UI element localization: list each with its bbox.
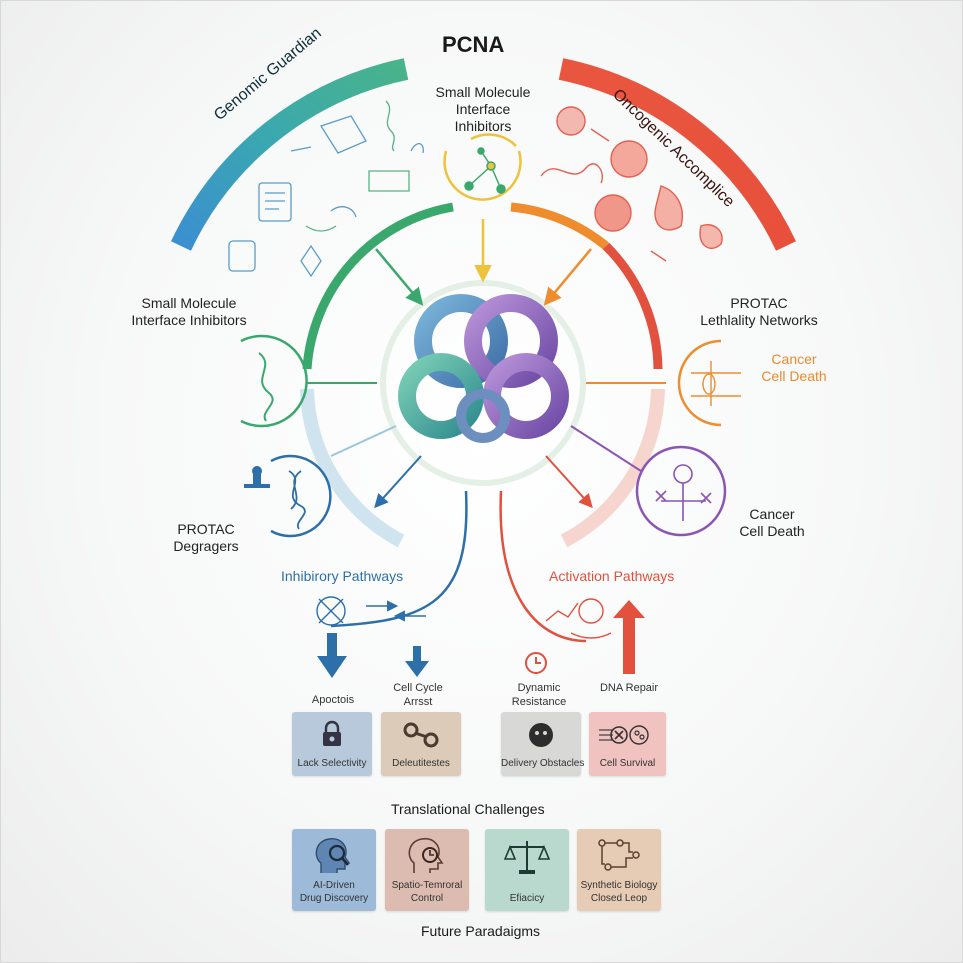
right-mid-label: Cancer Cell Death — [761, 351, 827, 384]
sketch-icon-activation — [545, 598, 612, 639]
right-upper-circle — [677, 339, 722, 427]
connector-right-purple — [570, 425, 642, 472]
page-title: PCNA — [442, 32, 505, 57]
network-icon-right-lower — [655, 464, 712, 521]
right-lower-circle — [635, 445, 727, 537]
future-card-label: AI-Driven Drug Discovery — [299, 880, 369, 904]
future-card-synthetic-biology: Synthetic Biology Closed Leop — [577, 829, 661, 911]
translational-challenges-label: Translational Challenges — [391, 801, 545, 817]
genomic-guardian-arc — [171, 58, 409, 251]
challenge-card-lack-selectivity: Lack Selectivity — [292, 712, 372, 776]
circuit-icon — [598, 839, 640, 871]
inhibitory-pathways-label: Inhibirory Pathways — [281, 568, 404, 584]
arrow-down-cell-cycle-head — [405, 661, 429, 677]
connector-left-blue — [330, 425, 397, 457]
helix-icon-left-upper — [258, 352, 274, 422]
molecule-icon-top — [464, 147, 506, 194]
challenge-card-deleutitestes: Deleutitestes — [381, 712, 461, 776]
arrow-down-apoptosis — [327, 633, 337, 657]
cell-cycle-label: Cell Cycle Arrsst — [393, 682, 443, 708]
future-card-efficacy: Efiacicy — [485, 829, 569, 911]
arrows-icon-inhibitory — [366, 600, 426, 622]
left-lower-circle — [270, 454, 332, 538]
activation-pathways-label: Activation Pathways — [549, 568, 675, 584]
head-magnifier-icon — [315, 838, 351, 873]
future-card-label: Efiacicy — [509, 893, 545, 904]
top-yellow-arc-top — [470, 133, 517, 147]
lock-icon — [323, 720, 341, 746]
oncogenic-accomplice-arc — [558, 58, 796, 251]
connector-lower-right — [545, 455, 593, 509]
future-card-ai-driven: AI-Driven Drug Discovery — [292, 829, 376, 911]
lab-icon-left-lower — [244, 466, 270, 488]
left-upper-circle — [240, 334, 308, 428]
network-icon-right-upper — [691, 361, 741, 406]
blocked-particle-icon — [529, 723, 553, 747]
helix-icon-left-lower — [288, 470, 306, 530]
sketch-icons-right — [540, 106, 723, 262]
arrow-upper-left — [375, 248, 424, 306]
right-lower-label: Cancer Cell Death — [739, 506, 805, 539]
left-lower-label: PROTAC Degragers — [173, 521, 239, 554]
middle-orange-arc — [510, 202, 609, 250]
pcna-trimer — [398, 294, 569, 443]
middle-pale-blue-arc — [300, 388, 405, 548]
arrow-up-dna-repair — [623, 616, 635, 674]
clock-icon — [525, 652, 547, 674]
challenge-card-delivery-obstacles: Delivery Obstacles — [501, 712, 585, 776]
arrow-down-apoptosis-head — [317, 656, 347, 678]
connector-lower-left — [374, 455, 422, 509]
dna-repair-label: DNA Repair — [599, 682, 659, 694]
head-clock-icon — [408, 837, 444, 873]
challenge-card-label: Deleutitestes — [392, 758, 450, 769]
left-upper-label: Small Molecule Interface Inhibitors — [131, 295, 247, 328]
arrow-down-cell-cycle — [413, 646, 421, 662]
future-card-label: Synthetic Biology Closed Leop — [580, 880, 658, 904]
dynamic-resistance-label: Dynamic Resistance — [511, 682, 567, 708]
future-card-label: Spatio-Temroral Control — [391, 880, 463, 904]
sketch-icons-left — [228, 100, 424, 278]
middle-green-arc — [302, 202, 454, 370]
network-icon-inhibitory — [316, 596, 346, 626]
challenge-card-label: Delivery Obstacles — [501, 758, 585, 769]
challenge-card-label: Lack Selectivity — [297, 758, 367, 769]
future-card-spatio-temporal: Spatio-Temroral Control — [385, 829, 469, 911]
apoptosis-label: Apoctois — [311, 694, 355, 706]
top-yellow-circle — [443, 150, 522, 201]
challenge-card-label: Cell Survival — [599, 758, 656, 769]
middle-pale-red-arc — [560, 388, 665, 548]
middle-red-arc — [602, 242, 663, 370]
arrow-upper-right — [543, 248, 592, 306]
challenge-card-cell-survival: Cell Survival — [589, 712, 666, 776]
scales-icon — [503, 841, 551, 874]
inhibitory-curve — [330, 490, 468, 628]
inner-faint-ring — [380, 280, 586, 486]
top-inhibitors-label: Small Molecule Interface Inhibitors — [435, 84, 531, 134]
activation-curve — [499, 490, 587, 643]
right-upper-label: PROTAC Lethlality Networks — [700, 295, 818, 328]
cell-icon — [599, 725, 649, 745]
future-paradigms-label: Future Paradaigms — [421, 923, 541, 939]
arrow-up-dna-repair-head — [613, 600, 645, 618]
chain-icon — [403, 722, 439, 748]
